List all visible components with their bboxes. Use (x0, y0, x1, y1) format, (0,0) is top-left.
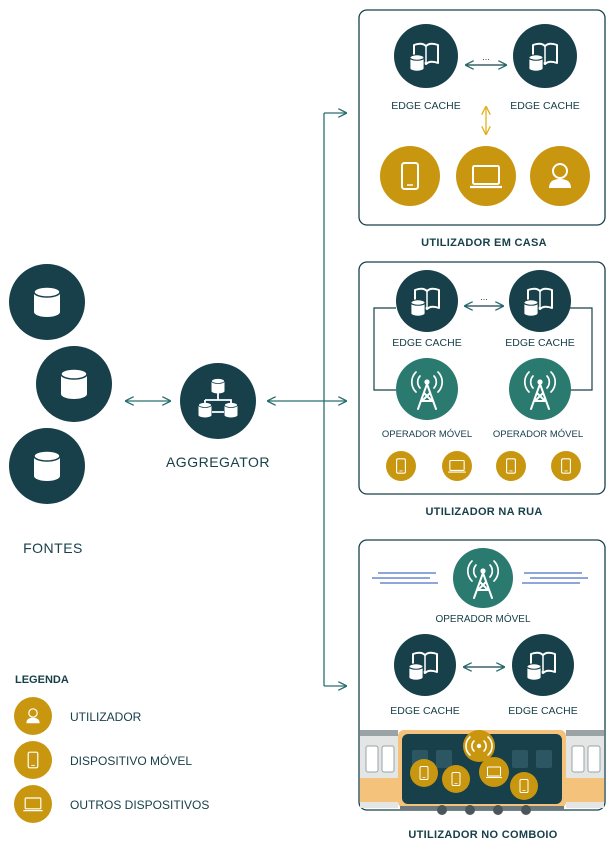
wifi-broadcast-icon (465, 736, 493, 756)
street-panel: ... EDGE CACHE EDGE CACHE OPERADOR MÓVEL… (358, 261, 606, 518)
panel-title: UTILIZADOR NA RUA (425, 506, 542, 518)
device-node (410, 759, 438, 787)
operator-label: OPERADOR MÓVEL (382, 429, 472, 440)
device-node (510, 772, 538, 800)
mobile-operator-node (396, 358, 458, 420)
legend-swatch (14, 697, 52, 735)
edge-cache-label: EDGE CACHE (505, 337, 574, 349)
database-icon (60, 368, 88, 400)
mobile-operator-node (509, 358, 571, 420)
aggregator-group: AGGREGATOR (166, 363, 270, 470)
aggregator-node (180, 363, 256, 439)
device-node (442, 765, 470, 793)
train-panel: OPERADOR MÓVEL EDGE CACHE EDGE CACHE (358, 539, 606, 841)
legend: LEGENDA UTILIZADOR DISPOSITIVO MÓVEL OUT… (14, 674, 209, 823)
database-icon (33, 450, 61, 482)
device-node (380, 146, 440, 206)
legend-title: LEGENDA (15, 674, 69, 686)
edge-cache-label: EDGE CACHE (508, 705, 577, 717)
legend-swatch (14, 785, 52, 823)
legend-swatch (14, 741, 52, 779)
panel-title: UTILIZADOR NO COMBOIO (408, 829, 557, 841)
operator-label: OPERADOR MÓVEL (435, 612, 530, 625)
panel-title: UTILIZADOR EM CASA (421, 237, 547, 249)
device-node (479, 757, 509, 787)
mobile-operator-node (453, 548, 513, 608)
device-node (386, 451, 416, 481)
legend-label: OUTROS DISPOSITIVOS (70, 798, 209, 812)
sources-group: FONTES (9, 264, 112, 556)
ellipsis: ... (480, 292, 488, 302)
edge-cache-label: EDGE CACHE (392, 337, 461, 349)
operator-label: OPERADOR MÓVEL (493, 429, 583, 440)
device-node (442, 451, 472, 481)
legend-label: UTILIZADOR (70, 710, 142, 724)
database-icon (33, 286, 61, 318)
device-node (456, 146, 516, 206)
sources-label: FONTES (23, 540, 83, 556)
ellipsis: ... (482, 52, 490, 62)
edge-cache-label: EDGE CACHE (510, 100, 579, 112)
aggregator-label: AGGREGATOR (166, 454, 270, 470)
connector-line (570, 307, 593, 391)
user-node (530, 146, 590, 206)
device-node (496, 451, 526, 481)
edge-cache-label: EDGE CACHE (391, 100, 460, 112)
network-databases-icon (198, 378, 238, 418)
legend-label: DISPOSITIVO MÓVEL (70, 753, 192, 768)
home-panel: ... EDGE CACHE EDGE CACHE UTILIZADOR EM … (358, 9, 606, 249)
edge-cache-label: EDGE CACHE (390, 705, 459, 717)
motion-lines (372, 572, 588, 584)
device-node (551, 451, 581, 481)
connector-line (373, 307, 396, 391)
